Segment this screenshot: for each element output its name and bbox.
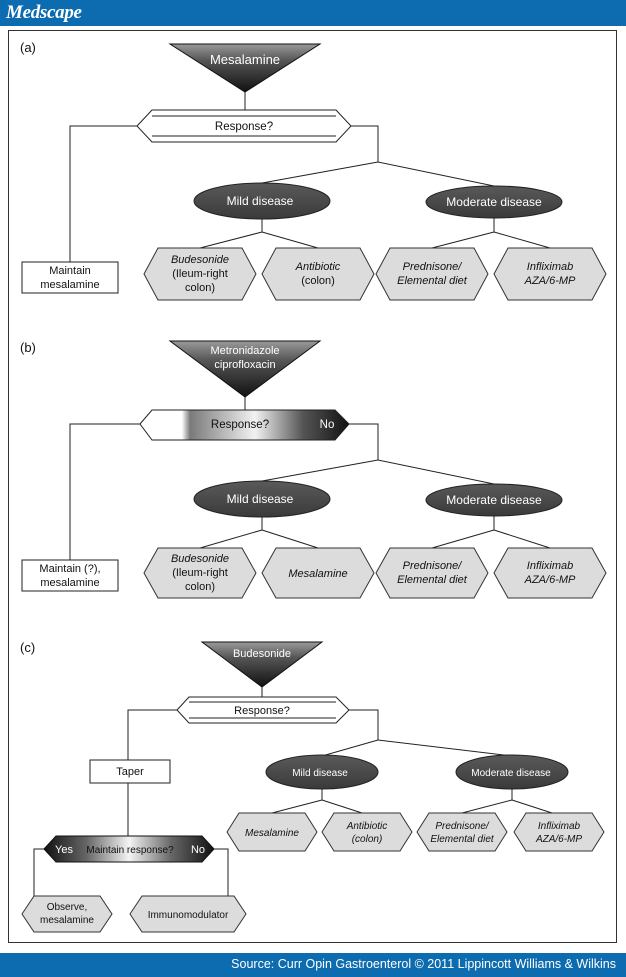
panel-c-h2-2: (colon) xyxy=(352,834,383,845)
panel-c-immuno-hex xyxy=(129,895,247,933)
figure-frame xyxy=(8,30,617,943)
panel-b-no: No xyxy=(320,419,335,431)
panel-b-hex-1 xyxy=(143,547,257,599)
panel-c-response: Response? xyxy=(234,705,290,717)
panel-a-hex-3 xyxy=(375,247,489,301)
panel-b-maintain-box xyxy=(21,559,119,592)
panel-b-mild-ellipse xyxy=(193,480,331,518)
panel-c-yes: Yes xyxy=(55,844,73,856)
panel-a-h1-2: (Ileum-right xyxy=(172,268,228,280)
source-citation: Source: Curr Opin Gastroenterol © 2011 L… xyxy=(231,957,616,971)
panel-b-drug-triangle xyxy=(168,340,322,398)
panel-a-maintain-1: Maintain xyxy=(49,265,91,277)
panel-b-hex-3 xyxy=(375,547,489,599)
panel-a-hex-1 xyxy=(143,247,257,301)
panel-c-response-arrow xyxy=(176,696,350,724)
panel-b-maintain-2: mesalamine xyxy=(40,577,99,589)
panel-b-drug-1: Metronidazole xyxy=(210,345,279,357)
panel-b-mild: Mild disease xyxy=(227,492,294,506)
panel-a-h2-1: Antibiotic xyxy=(295,261,341,273)
panel-a: (a) Mesalamine Response? Maintain mesala… xyxy=(20,40,607,301)
panel-a-h1-3: colon) xyxy=(185,282,215,294)
panel-a-hex-4 xyxy=(493,247,607,301)
panel-b-h3-1: Prednisone/ xyxy=(403,560,463,572)
panel-b-h4-1: Infliximab xyxy=(527,560,573,572)
panel-b-drug-2: ciprofloxacin xyxy=(214,359,275,371)
panel-b-hex-4 xyxy=(493,547,607,599)
panel-c-taper: Taper xyxy=(116,766,144,778)
panel-a-h4-1: Infliximab xyxy=(527,261,573,273)
panel-c-observe-2: mesalamine xyxy=(40,915,94,926)
panel-c-h4-2: AZA/6-MP xyxy=(535,834,582,845)
panel-c-h1-1: Mesalamine xyxy=(245,828,299,839)
panel-c-hex-3 xyxy=(416,812,508,852)
panel-c-drug: Budesonide xyxy=(233,648,291,660)
panel-b: (b) Metronidazole ciprofloxacin Response… xyxy=(20,340,607,599)
panel-c-observe-hex xyxy=(21,895,113,933)
panel-c-moderate: Moderate disease xyxy=(471,768,551,779)
panel-c-h2-1: Antibiotic xyxy=(346,821,388,832)
panel-c-immuno: Immunomodulator xyxy=(148,910,229,921)
panel-a-mild: Mild disease xyxy=(227,194,294,208)
panel-a-h4-2: AZA/6-MP xyxy=(524,275,576,287)
panel-c-maintain-response: Maintain response? xyxy=(86,845,174,856)
panel-b-h2-1: Mesalamine xyxy=(288,568,347,580)
panel-b-moderate-ellipse xyxy=(425,483,563,517)
panel-c-maintain-arrow xyxy=(43,835,215,863)
panel-c-no: No xyxy=(191,844,205,856)
panel-b-h4-2: AZA/6-MP xyxy=(524,574,576,586)
panel-a-maintain-box xyxy=(21,261,119,294)
panel-c-label: (c) xyxy=(20,640,35,655)
footer-bar: Source: Curr Opin Gastroenterol © 2011 L… xyxy=(0,953,626,977)
panel-b-h1-1: Budesonide xyxy=(171,553,229,565)
panel-a-moderate-ellipse xyxy=(425,185,563,219)
panel-a-mild-ellipse xyxy=(193,182,331,220)
panel-b-label: (b) xyxy=(20,340,36,355)
panel-a-label: (a) xyxy=(20,40,36,55)
panel-c-observe-1: Observe, xyxy=(47,902,88,913)
panel-c-hex-1 xyxy=(226,812,318,852)
panel-a-moderate: Moderate disease xyxy=(446,195,542,209)
panel-c-hex-2 xyxy=(321,812,413,852)
panel-a-h3-1: Prednisone/ xyxy=(403,261,463,273)
panel-c-h3-1: Prednisone/ xyxy=(435,821,490,832)
panel-c-hex-4 xyxy=(513,812,605,852)
panel-b-maintain-1: Maintain (?), xyxy=(39,563,100,575)
panel-b-response: Response? xyxy=(211,419,269,431)
panel-b-h1-2: (Ileum-right xyxy=(172,567,228,579)
panel-c-taper-box xyxy=(89,759,171,784)
panel-b-response-arrow xyxy=(139,409,350,441)
panel-a-drug-triangle xyxy=(168,43,322,93)
panel-c-moderate-ellipse xyxy=(455,754,569,790)
panel-a-response-arrow xyxy=(136,109,352,143)
panel-c-h4-1: Infliximab xyxy=(538,821,581,832)
panel-a-h3-2: Elemental diet xyxy=(397,275,468,287)
panel-a-drug: Mesalamine xyxy=(210,52,280,67)
panel-b-moderate: Moderate disease xyxy=(446,493,542,507)
panel-a-h1-1: Budesonide xyxy=(171,254,229,266)
panel-c-mild-ellipse xyxy=(265,754,379,790)
header-bar: Medscape xyxy=(0,0,626,26)
panel-c-drug-triangle xyxy=(200,641,324,688)
panel-b-h1-3: colon) xyxy=(185,581,215,593)
panel-c-h3-2: Elemental diet xyxy=(430,834,495,845)
panel-a-hex-2 xyxy=(261,247,375,301)
panel-b-h3-2: Elemental diet xyxy=(397,574,468,586)
panel-a-maintain-2: mesalamine xyxy=(40,279,99,291)
panel-b-hex-2 xyxy=(261,547,375,599)
panel-c: (c) Budesonide Response? Taper Yes Maint… xyxy=(20,640,605,933)
panel-a-h2-2: (colon) xyxy=(301,275,335,287)
panel-c-mild: Mild disease xyxy=(292,768,348,779)
medscape-logo[interactable]: Medscape xyxy=(6,2,82,23)
panel-a-response: Response? xyxy=(215,121,273,133)
